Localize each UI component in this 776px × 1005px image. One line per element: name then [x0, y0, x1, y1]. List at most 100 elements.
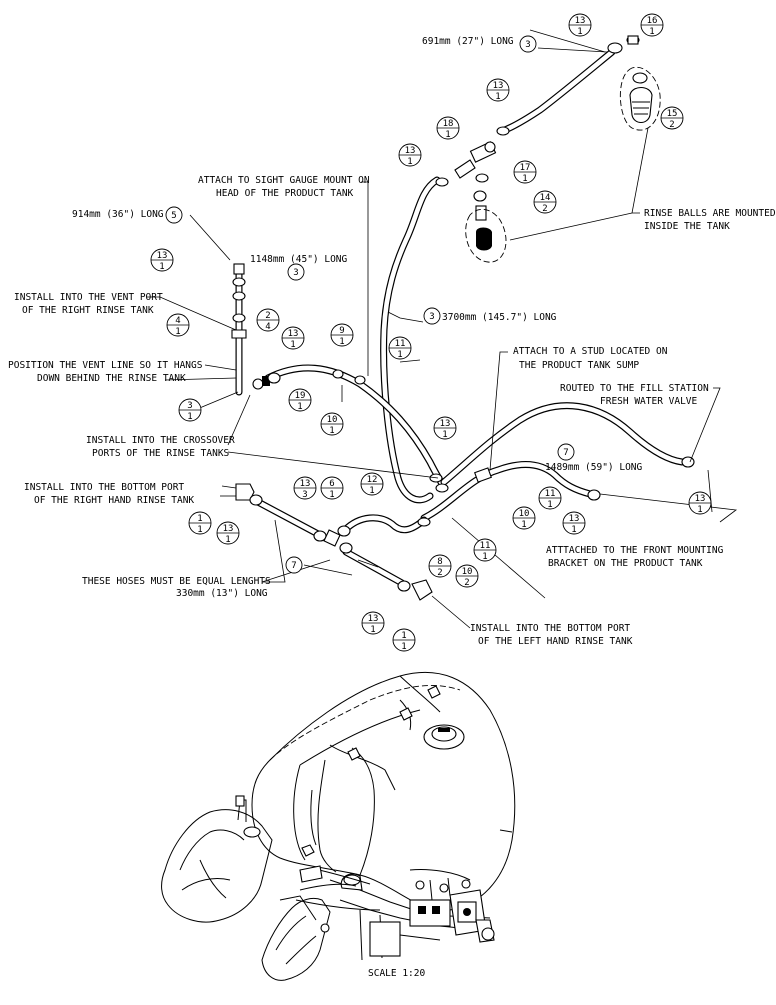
- balloon-item: 10: [327, 415, 338, 425]
- balloon: 17 1: [513, 160, 537, 184]
- balloon-item: 13: [405, 146, 416, 156]
- balloon-single: 7: [557, 443, 575, 461]
- hoses: [235, 48, 686, 587]
- balloon-item: 10: [519, 509, 530, 519]
- balloon-qty: 1: [397, 350, 402, 360]
- balloon: 8 2: [428, 554, 452, 578]
- balloon-qty: 2: [669, 120, 674, 130]
- note-crossover-2: PORTS OF THE RINSE TANKS: [92, 448, 230, 459]
- length-914: 914mm (36") LONG: [72, 209, 164, 220]
- balloon-single: 3: [287, 263, 305, 281]
- balloon: 13 1: [361, 611, 385, 635]
- balloon: 9 1: [330, 323, 354, 347]
- balloon-qty: 1: [329, 426, 334, 436]
- balloon: 19 1: [288, 388, 312, 412]
- balloon-single: 7: [285, 556, 303, 574]
- balloon: 15 2: [660, 106, 684, 130]
- balloon: 13 1: [216, 521, 240, 545]
- note-front-mount-1: ATTTACHED TO THE FRONT MOUNTING: [546, 545, 724, 556]
- balloon: 1 1: [188, 511, 212, 535]
- balloon: 10 1: [320, 412, 344, 436]
- note-fill-station-2: FRESH WATER VALVE: [600, 396, 698, 407]
- balloon-single: 5: [165, 206, 183, 224]
- balloon: 10 2: [455, 564, 479, 588]
- balloon-qty: 1: [697, 505, 702, 515]
- note-front-mount-2: BRACKET ON THE PRODUCT TANK: [548, 558, 703, 569]
- balloon-qty: 1: [159, 262, 164, 272]
- balloon-qty: 1: [297, 402, 302, 412]
- balloon: 13 1: [281, 326, 305, 350]
- balloon: 16 1: [640, 13, 664, 37]
- balloon: 11 1: [473, 538, 497, 562]
- balloon-qty: 1: [522, 174, 527, 184]
- balloon-item: 9: [339, 326, 344, 336]
- scale-label: SCALE 1:20: [368, 968, 425, 979]
- note-vent-port-2: OF THE RIGHT RINSE TANK: [22, 305, 154, 316]
- note-rinse-balls-2: INSIDE THE TANK: [644, 221, 730, 232]
- balloon-item: 17: [520, 163, 531, 173]
- balloon: 18 1: [436, 116, 460, 140]
- note-bottom-right-2: OF THE RIGHT HAND RINSE TANK: [34, 495, 194, 506]
- balloon-qty: 1: [482, 552, 487, 562]
- balloon-qty: 1: [407, 157, 412, 167]
- balloon: 13 1: [688, 491, 712, 515]
- balloon-item: 7: [291, 561, 296, 571]
- balloon-qty: 1: [401, 642, 406, 652]
- balloon-qty: 2: [464, 578, 469, 588]
- balloon: 2 4: [256, 308, 280, 332]
- balloon: 3 1: [178, 398, 202, 422]
- balloon-item: 5: [171, 211, 176, 221]
- balloon-item: 4: [175, 316, 180, 326]
- balloon-item: 3: [293, 268, 298, 278]
- balloon: 11 1: [388, 336, 412, 360]
- fittings: [231, 35, 695, 601]
- balloon-qty: 1: [187, 412, 192, 422]
- balloon-qty: 1: [339, 337, 344, 347]
- balloon: 12 1: [360, 472, 384, 496]
- note-fill-station-1: ROUTED TO THE FILL STATION: [560, 383, 709, 394]
- balloon-item: 13: [569, 514, 580, 524]
- length-1489: 1489mm (59") LONG: [545, 462, 643, 473]
- balloon-single: 3: [423, 307, 441, 325]
- balloon-qty: 2: [542, 204, 547, 214]
- balloon-item: 3: [525, 40, 530, 50]
- note-position-vent-1: POSITION THE VENT LINE SO IT HANGS: [8, 360, 203, 371]
- balloon-item: 13: [440, 419, 451, 429]
- balloon-item: 11: [480, 541, 491, 551]
- balloon: 13 1: [150, 248, 174, 272]
- balloon-qty: 1: [370, 625, 375, 635]
- length-3700: 3700mm (145.7") LONG: [442, 312, 557, 323]
- balloon-item: 8: [437, 557, 442, 567]
- note-rinse-balls-1: RINSE BALLS ARE MOUNTED: [644, 208, 776, 219]
- note-bottom-left-2: OF THE LEFT HAND RINSE TANK: [478, 636, 633, 647]
- rinse-ball-callouts: [465, 66, 661, 263]
- length-330: 330mm (13") LONG: [176, 588, 268, 599]
- note-bottom-right-1: INSTALL INTO THE BOTTOM PORT: [24, 482, 184, 493]
- notes: ATTACH TO SIGHT GAUGE MOUNT ON HEAD OF T…: [8, 175, 776, 979]
- balloon: 13 1: [398, 143, 422, 167]
- balloon-item: 13: [493, 81, 504, 91]
- balloon-qty: 1: [290, 340, 295, 350]
- balloon: 1 1: [392, 628, 416, 652]
- balloon-item: 13: [300, 479, 311, 489]
- balloon-qty: 1: [649, 27, 654, 37]
- balloon-item: 12: [367, 475, 378, 485]
- balloon-item: 7: [563, 448, 568, 458]
- length-691: 691mm (27") LONG: [422, 36, 514, 47]
- balloon-item: 1: [401, 631, 406, 641]
- balloon-item: 3: [429, 312, 434, 322]
- balloon-qty: 2: [437, 568, 442, 578]
- balloon-item: 10: [462, 567, 473, 577]
- balloon-qty: 1: [442, 430, 447, 440]
- balloon: 11 1: [538, 486, 562, 510]
- balloon-item: 18: [443, 119, 454, 129]
- balloon: 13 1: [486, 78, 510, 102]
- balloon-item: 13: [157, 251, 168, 261]
- balloon-qty: 1: [547, 500, 552, 510]
- balloon-item: 16: [647, 16, 658, 26]
- tank-assembly-illustration: [161, 672, 516, 981]
- balloon-item: 13: [288, 329, 299, 339]
- balloon: 14 2: [533, 190, 557, 214]
